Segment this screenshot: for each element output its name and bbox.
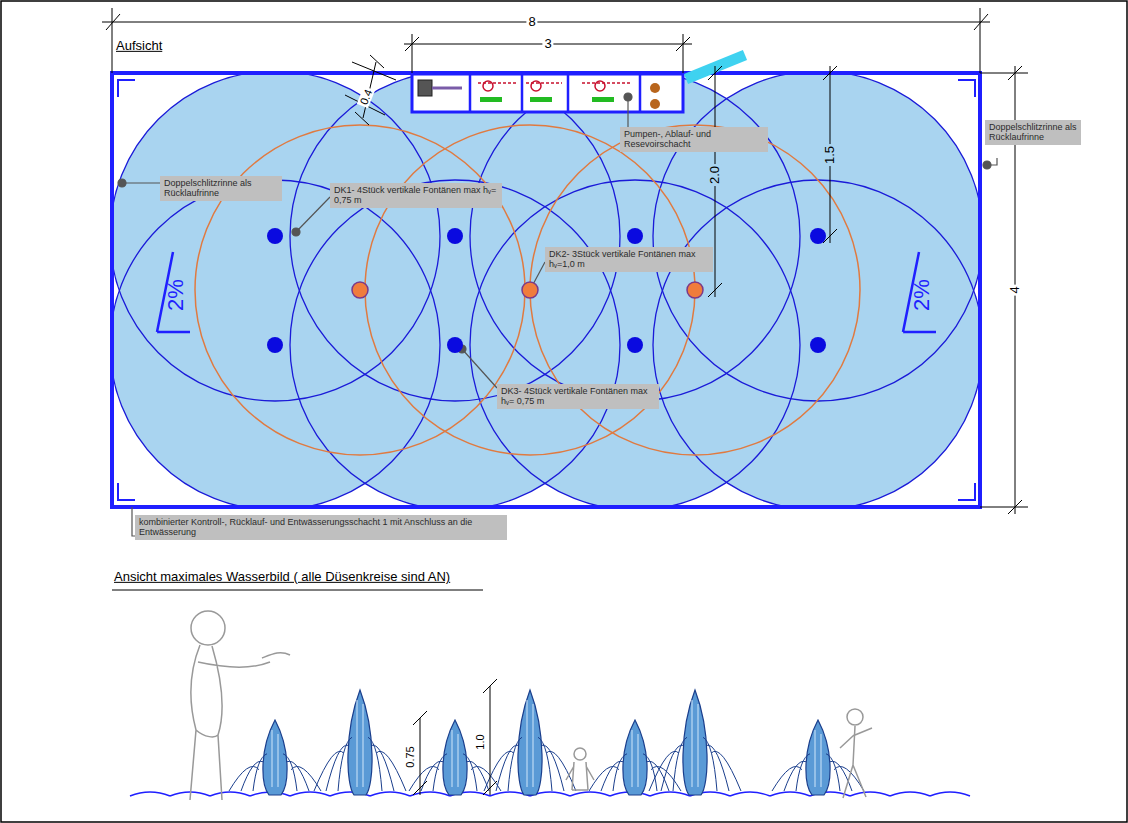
spray-circle-dk2 (195, 125, 525, 455)
height-dimensions (413, 679, 497, 795)
spray-circle (112, 180, 440, 507)
nozzle-dk2 (352, 282, 368, 298)
callout-text: DK2- 3Stück vertikale Fontänen max hᵥ=1,… (549, 249, 709, 270)
nozzle (267, 337, 283, 353)
callout-box: Doppelschlitzrinne als Rücklaufrinne (985, 120, 1081, 145)
leader-lines (118, 93, 997, 536)
fountain (314, 690, 406, 795)
fountain (589, 720, 681, 795)
callout-box: Doppelschlitzrinne als Rücklaufrinne (160, 176, 282, 201)
spray-circle (653, 73, 980, 401)
spray-area (653, 180, 980, 507)
spray-circle (470, 180, 800, 507)
dimension-label: 4 (1008, 284, 1022, 295)
callout-text: Pumpen-, Ablauf- und Resevoirschacht (624, 129, 764, 150)
water-wave (930, 792, 970, 796)
callout-box: DK1- 4Stück vertikale Fontänen max hᵥ= 0… (330, 183, 502, 208)
nozzle (627, 228, 643, 244)
callout-text: DK1- 4Stück vertikale Fontänen max hᵥ= 0… (334, 185, 498, 206)
elevation-view (112, 590, 970, 800)
dimension-label: 0.75 (404, 744, 416, 769)
callout-box: DK2- 3Stück vertikale Fontänen max hᵥ=1,… (545, 247, 713, 272)
nozzle (810, 337, 826, 353)
dimension-label: 2.0 (708, 164, 722, 186)
pump-shaft (412, 55, 745, 112)
callout-box: Pumpen-, Ablauf- und Resevoirschacht (620, 127, 768, 152)
callout-text: kombinierter Kontroll-, Rücklauf- und En… (139, 517, 503, 538)
water-wave (370, 792, 410, 796)
callout-text: Doppelschlitzrinne als Rücklaufrinne (164, 178, 278, 199)
dimension-label: 3 (542, 37, 553, 51)
water-wave (570, 792, 610, 796)
fountain (484, 690, 576, 795)
corner-shafts (118, 80, 975, 500)
water-wave (890, 792, 930, 796)
slope-label: 2% (164, 277, 188, 313)
spray-circle (653, 180, 980, 507)
pool-outline (112, 73, 980, 507)
view-heading: Ansicht maximales Wasserbild ( alle Düse… (112, 570, 452, 584)
nozzle (810, 228, 826, 244)
people (190, 611, 872, 800)
fountain (229, 720, 321, 795)
water-wave (850, 792, 890, 796)
callout-text: Doppelschlitzrinne als Rücklaufrinne (989, 122, 1077, 143)
spray-circles (112, 73, 980, 507)
spray-circle (470, 73, 800, 401)
dimension-label: 1.0 (474, 732, 486, 751)
water-wave (730, 792, 770, 796)
dimension-label: 8 (526, 15, 537, 29)
spray-circle (112, 73, 440, 401)
callout-text: DK3- 4Stück vertikale Fontänen max hᵥ= 0… (501, 386, 655, 407)
dimension-label: 1.5 (823, 144, 837, 166)
slope-label: 2% (910, 277, 934, 313)
water-wave (290, 792, 330, 796)
callout-box: DK3- 4Stück vertikale Fontänen max hᵥ= 0… (497, 384, 659, 409)
view-heading: Aufsicht (114, 39, 164, 53)
nozzle (447, 337, 463, 353)
water-wave (130, 792, 170, 796)
callout-box: kombinierter Kontroll-, Rücklauf- und En… (135, 515, 507, 540)
fountain (772, 720, 864, 795)
fountain (649, 690, 741, 795)
nozzle (627, 337, 643, 353)
nozzle (447, 228, 463, 244)
water-wave (770, 792, 810, 796)
water-wave (210, 792, 250, 796)
nozzle (267, 228, 283, 244)
spray-circle (290, 180, 620, 507)
nozzle-dk2 (687, 282, 703, 298)
spray-circle-dk2 (365, 125, 695, 455)
water-wave (650, 792, 690, 796)
dimension-lines (102, 8, 1028, 514)
spray-circle (290, 73, 620, 401)
nozzle-dk2 (522, 282, 538, 298)
